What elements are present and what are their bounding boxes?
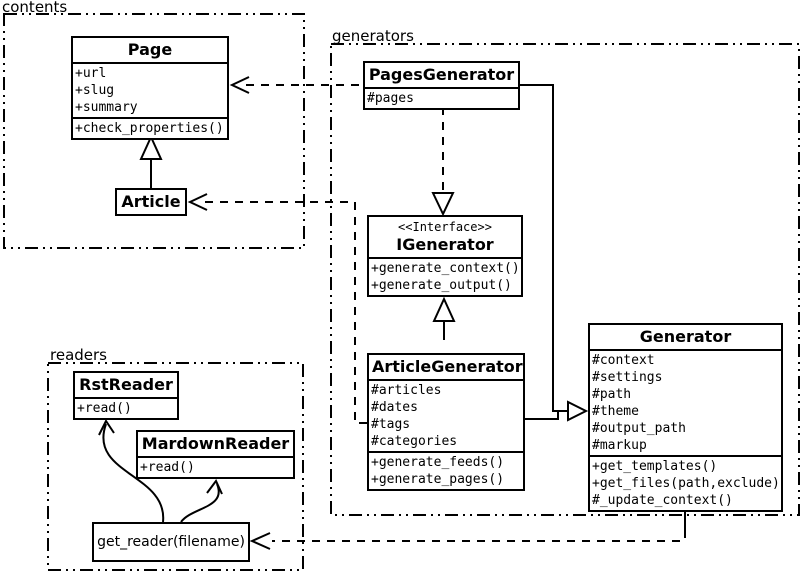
get-reader-label: get_reader(filename)	[97, 534, 245, 550]
method: #_update_context()	[592, 493, 733, 508]
class-pages-generator: PagesGenerator #pages	[363, 61, 520, 110]
package-border-contents	[3, 13, 305, 249]
class-title: PagesGenerator	[368, 65, 515, 84]
method: +generate_context()	[371, 261, 520, 276]
methods-section: +read()	[138, 456, 293, 477]
package-label-contents: contents	[2, 0, 68, 16]
attribute: #theme	[592, 404, 639, 419]
triangle-arrowhead-generator	[567, 400, 589, 422]
attribute: #output_path	[592, 421, 686, 436]
method: +get_templates()	[592, 459, 718, 474]
method: +generate_feeds()	[371, 455, 505, 470]
attribute: #categories	[371, 434, 458, 449]
attributes-section: #articles #dates #tags #categories	[369, 379, 523, 451]
attribute: #articles	[371, 383, 442, 398]
method: +check_properties()	[75, 121, 224, 136]
open-arrowhead-getreader	[249, 532, 271, 550]
class-title: Article	[121, 192, 181, 211]
class-title: MardownReader	[141, 434, 290, 453]
class-generator: Generator #context #settings #path #them…	[588, 323, 783, 512]
attribute: +slug	[75, 83, 115, 98]
class-title-text: IGenerator	[396, 235, 494, 254]
edge-getreader-to-rstreader	[102, 423, 165, 523]
class-title: Page	[127, 40, 173, 59]
class-article-generator: ArticleGenerator #articles #dates #tags …	[367, 353, 525, 491]
stereotype: <<Interface>>	[398, 220, 492, 234]
class-rst-reader: RstReader +read()	[73, 371, 179, 420]
triangle-arrowhead-igenerator-bottom	[432, 296, 456, 322]
open-arrowhead-article	[187, 193, 208, 211]
class-markdown-reader: MardownReader +read()	[136, 430, 295, 479]
triangle-arrowhead-page	[139, 134, 163, 160]
methods-section: +check_properties()	[73, 117, 227, 138]
open-arrowhead-markdownreader	[206, 479, 223, 495]
attributes-section: #context #settings #path #theme #output_…	[590, 349, 781, 455]
package-border-readers	[47, 362, 304, 571]
class-title: <<Interface>> IGenerator	[369, 217, 521, 257]
attribute: #pages	[367, 91, 414, 106]
attributes-section: +url +slug +summary	[73, 62, 227, 117]
method: +generate_pages()	[371, 472, 505, 487]
class-page: Page +url +slug +summary +check_properti…	[71, 36, 229, 140]
method: +generate_output()	[371, 278, 512, 293]
triangle-arrowhead-igenerator-top	[431, 192, 455, 217]
attributes-section: #pages	[365, 87, 518, 108]
method: +read()	[140, 460, 195, 475]
package-border-generators	[330, 43, 800, 516]
method: +read()	[77, 401, 132, 416]
open-arrowhead-page	[229, 76, 250, 94]
edge-pagesgenerator-to-generator	[520, 84, 568, 412]
methods-section: +get_templates() +get_files(path,exclude…	[590, 455, 781, 510]
package-label-readers: readers	[50, 346, 107, 364]
attribute: #context	[592, 353, 655, 368]
edge-articlegenerator-to-article	[204, 201, 367, 424]
method: +get_files(path,exclude)	[592, 476, 780, 491]
class-title: ArticleGenerator	[372, 357, 523, 376]
edge-articlegenerator-to-generator	[525, 410, 568, 420]
attribute: #settings	[592, 370, 663, 385]
methods-section: +generate_feeds() +generate_pages()	[369, 451, 523, 489]
attribute: #dates	[371, 400, 418, 415]
open-arrowhead-rstreader	[98, 419, 115, 436]
package-label-generators: generators	[332, 27, 414, 45]
attribute: #path	[592, 387, 632, 402]
class-title: Generator	[639, 327, 732, 346]
attribute: +url	[75, 66, 107, 81]
edge-getreader-to-markdownreader	[180, 483, 220, 523]
attribute: #tags	[371, 417, 411, 432]
class-article: Article	[115, 188, 187, 216]
attribute: +summary	[75, 100, 138, 115]
attribute: #markup	[592, 438, 647, 453]
class-title: RstReader	[79, 375, 173, 394]
methods-section: +read()	[75, 397, 177, 418]
class-igenerator: <<Interface>> IGenerator +generate_conte…	[367, 215, 523, 297]
methods-section: +generate_context() +generate_output()	[369, 257, 521, 295]
get-reader-box: get_reader(filename)	[92, 522, 250, 562]
